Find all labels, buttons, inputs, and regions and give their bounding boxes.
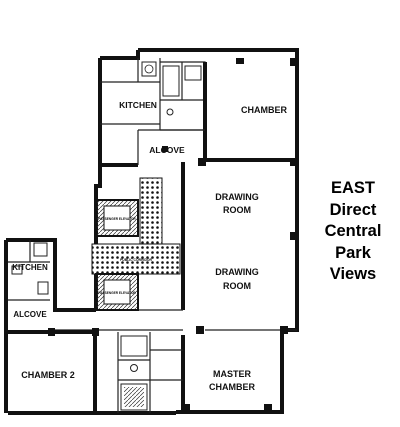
drawing-room-1-line1: DRAWING: [215, 192, 259, 202]
alcove-label: ALCOVE: [149, 145, 185, 155]
drawing-room-2-line2: ROOM: [223, 281, 251, 291]
fixtures: [11, 58, 298, 412]
caption-line-4: Park: [335, 243, 371, 262]
core: PASSENGER ELEVATOR PASSENGER ELEVATOR PU…: [91, 177, 181, 311]
caption-line-2: Direct: [329, 200, 377, 219]
drawing-room-2-line1: DRAWING: [215, 267, 259, 277]
master-chamber-line2: CHAMBER: [209, 382, 255, 392]
drawing-room-1-line2: ROOM: [223, 205, 251, 215]
kitchen-2-label: KITCHEN: [12, 263, 48, 272]
master-chamber-line1: MASTER: [213, 369, 252, 379]
outer-walls: [4, 48, 299, 415]
floor-plan: PASSENGER ELEVATOR PASSENGER ELEVATOR PU…: [4, 48, 299, 415]
chamber-label: CHAMBER: [241, 105, 287, 115]
elevator-label-1: PASSENGER ELEVATOR: [98, 217, 136, 221]
interior-walls: [8, 58, 297, 413]
room-labels: KITCHEN CHAMBER ALCOVE DRAWING ROOM DRAW…: [12, 100, 287, 392]
elevator-label-2: PASSENGER ELEVATOR: [98, 291, 136, 295]
chamber-2-label: CHAMBER 2: [21, 370, 75, 380]
alcove-2-label: ALCOVE: [13, 310, 47, 319]
caption-line-1: EAST: [330, 179, 375, 197]
public-corridor-label: PUBLIC CORRIDOR: [120, 258, 153, 262]
view-caption: EAST Direct Central Park Views: [312, 178, 394, 286]
caption-line-5: Views: [329, 265, 377, 283]
caption-line-3: Central: [324, 222, 382, 240]
kitchen-label: KITCHEN: [119, 100, 157, 110]
